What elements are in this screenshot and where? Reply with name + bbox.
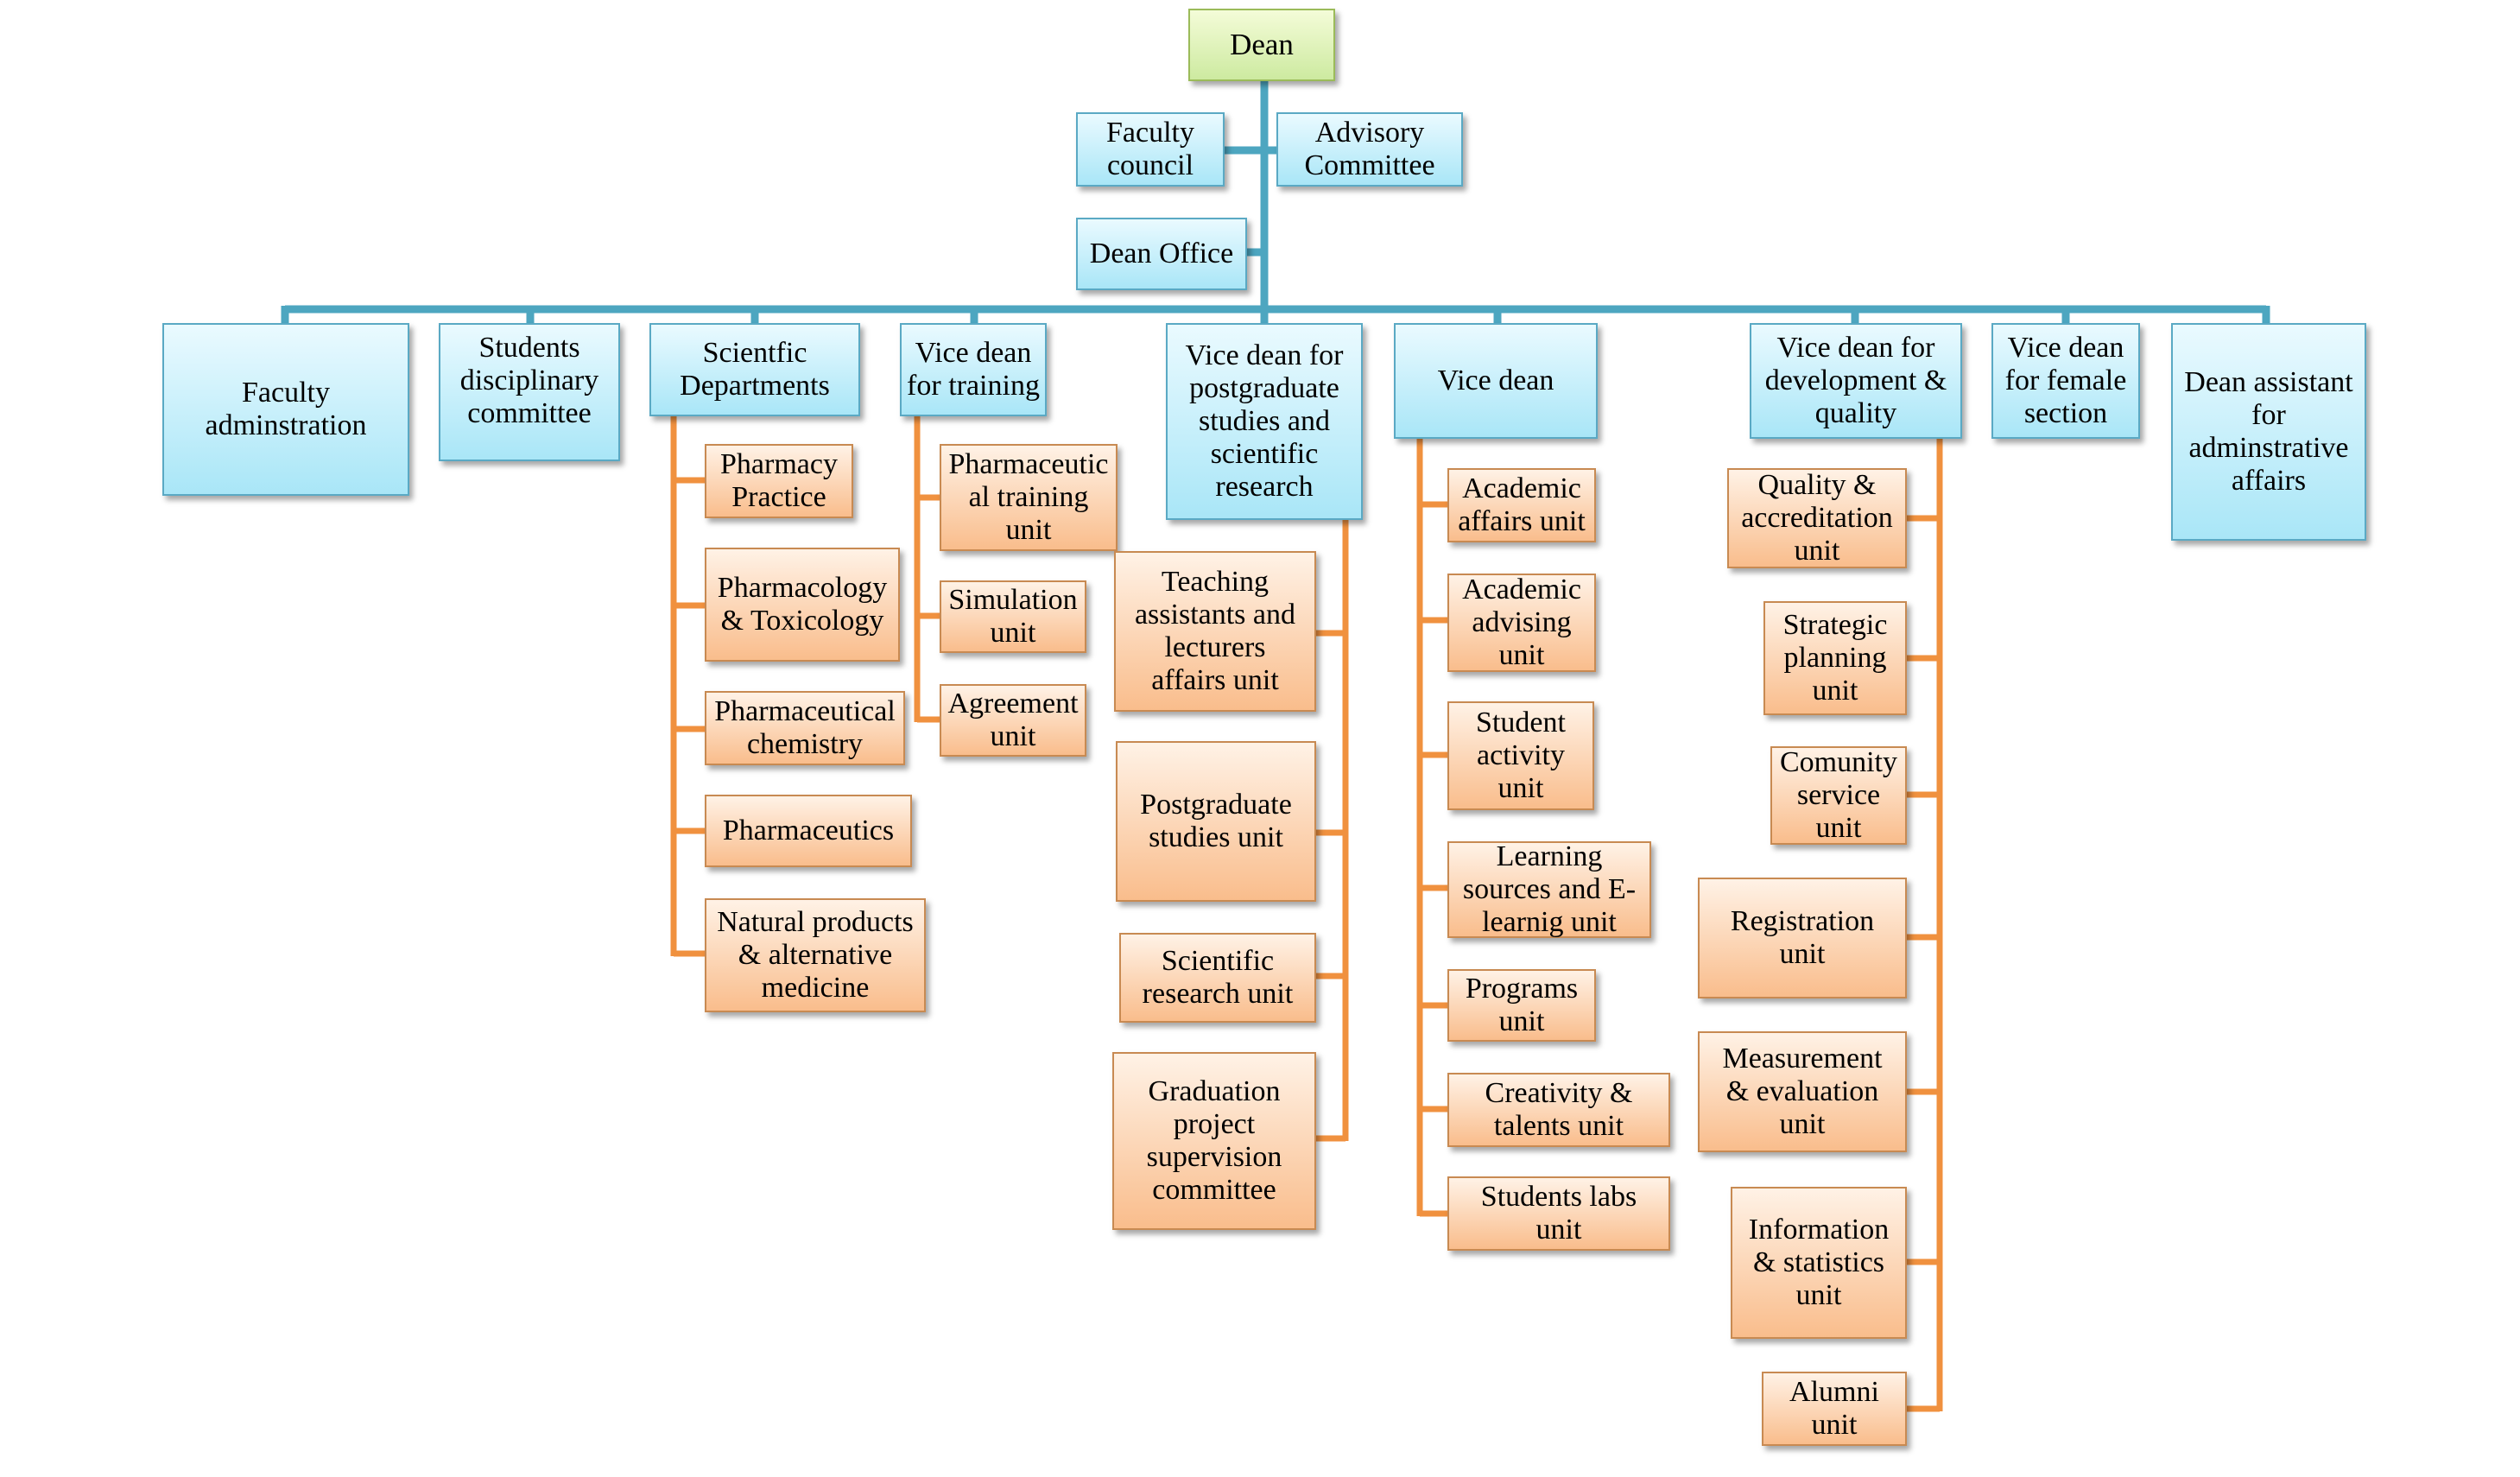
unit-strategic-planning: Strategic planning unit	[1763, 601, 1907, 715]
unit-label: Registration unit	[1730, 904, 1875, 970]
unit-natural-products: Natural products & alternative medicine	[705, 898, 926, 1012]
vd-training-label: Vice dean for training	[907, 336, 1040, 402]
unit-pharmacy-practice: Pharmacy Practice	[705, 444, 853, 518]
faculty-adminstration-label: Faculty adminstration	[205, 376, 367, 441]
unit-label: Scientific research unit	[1142, 944, 1294, 1010]
dean-assistant-box: Dean assistant for adminstrative affairs	[2171, 323, 2366, 541]
unit-label: Postgraduate studies unit	[1140, 788, 1292, 853]
unit-label: Pharmacy Practice	[720, 447, 838, 513]
unit-pharmaceutical-training: Pharmaceutic al training unit	[940, 444, 1118, 551]
unit-postgraduate-studies: Postgraduate studies unit	[1116, 741, 1316, 902]
unit-label: Learning sources and E- learnig unit	[1462, 840, 1637, 939]
unit-graduation-project: Graduation project supervision committee	[1112, 1052, 1316, 1230]
vd-postgraduate-label: Vice dean for postgraduate studies and s…	[1185, 339, 1344, 504]
scientific-departments-label: Scientfic Departments	[680, 336, 830, 402]
unit-programs: Programs unit	[1447, 969, 1596, 1042]
unit-scientific-research: Scientific research unit	[1119, 933, 1316, 1023]
unit-pharmaceutical-chemistry: Pharmaceutical chemistry	[705, 691, 905, 765]
unit-student-activity: Student activity unit	[1447, 701, 1594, 810]
advisory-committee-box: Advisory Committee	[1276, 112, 1463, 187]
unit-label: Natural products & alternative medicine	[717, 905, 914, 1005]
unit-alumni: Alumni unit	[1762, 1372, 1907, 1446]
students-disciplinary-label: Students disciplinary committee	[459, 332, 599, 430]
unit-label: Pharmaceutic al training unit	[948, 447, 1109, 547]
unit-label: Pharmaceutical chemistry	[714, 694, 896, 760]
unit-label: Graduation project supervision committee	[1146, 1074, 1282, 1207]
unit-label: Quality & accreditation unit	[1741, 468, 1893, 567]
unit-label: Measurement & evaluation unit	[1722, 1042, 1883, 1141]
unit-label: Academic affairs unit	[1458, 472, 1586, 537]
vd-female-box: Vice dean for female section	[1991, 323, 2140, 439]
vd-training-box: Vice dean for training	[900, 323, 1047, 416]
unit-label: Programs unit	[1465, 972, 1579, 1037]
unit-information-statistics: Information & statistics unit	[1731, 1187, 1907, 1339]
vd-development-label: Vice dean for development & quality	[1764, 331, 1947, 430]
unit-comunity-service: Comunity service unit	[1770, 746, 1907, 845]
unit-label: Pharmaceutics	[722, 814, 895, 846]
vice-dean-label: Vice dean	[1437, 364, 1554, 396]
unit-label: Pharmacology & Toxicology	[717, 571, 888, 637]
unit-label: Alumni unit	[1789, 1375, 1879, 1441]
vd-female-label: Vice dean for female section	[2004, 331, 2127, 430]
unit-learning-sources: Learning sources and E- learnig unit	[1447, 840, 1651, 939]
unit-academic-advising: Academic advising unit	[1447, 574, 1596, 672]
unit-students-labs: Students labs unit	[1447, 1176, 1670, 1251]
scientific-departments-box: Scientfic Departments	[649, 323, 860, 416]
dean-assistant-label: Dean assistant for adminstrative affairs	[2184, 365, 2353, 498]
unit-label: Students labs unit	[1480, 1180, 1637, 1246]
unit-simulation: Simulation unit	[940, 580, 1086, 653]
unit-registration: Registration unit	[1698, 878, 1907, 998]
unit-measurement-evaluation: Measurement & evaluation unit	[1698, 1031, 1907, 1152]
unit-label: Information & statistics unit	[1748, 1213, 1890, 1312]
faculty-adminstration-box: Faculty adminstration	[162, 323, 409, 496]
unit-pharmaceutics: Pharmaceutics	[705, 795, 912, 867]
unit-agreement: Agreement unit	[940, 684, 1086, 757]
unit-label: Student activity unit	[1476, 706, 1566, 805]
vd-postgraduate-box: Vice dean for postgraduate studies and s…	[1166, 323, 1363, 520]
unit-label: Creativity & talents unit	[1485, 1076, 1633, 1142]
unit-academic-affairs: Academic affairs unit	[1447, 468, 1596, 542]
students-disciplinary-box: Students disciplinary committee	[439, 323, 620, 461]
advisory-committee-label: Advisory Committee	[1304, 116, 1435, 181]
unit-label: Academic advising unit	[1462, 573, 1581, 672]
unit-label: Teaching assistants and lecturers affair…	[1134, 565, 1296, 697]
vice-dean-box: Vice dean	[1394, 323, 1598, 439]
unit-teaching-assistants: Teaching assistants and lecturers affair…	[1114, 551, 1316, 712]
dean-box: Dean	[1188, 9, 1335, 81]
dean-office-box: Dean Office	[1076, 218, 1247, 290]
dean-label: Dean	[1230, 28, 1294, 62]
faculty-council-label: Faculty council	[1106, 116, 1194, 181]
unit-creativity-talents: Creativity & talents unit	[1447, 1073, 1670, 1147]
unit-quality-accreditation: Quality & accreditation unit	[1727, 468, 1907, 568]
faculty-council-box: Faculty council	[1076, 112, 1225, 187]
unit-label: Agreement unit	[947, 687, 1079, 752]
unit-label: Simulation unit	[948, 583, 1078, 649]
unit-pharmacology-toxicology: Pharmacology & Toxicology	[705, 548, 900, 662]
vd-development-box: Vice dean for development & quality	[1750, 323, 1962, 439]
unit-label: Strategic planning unit	[1782, 608, 1888, 707]
unit-label: Comunity service unit	[1779, 745, 1898, 845]
dean-office-label: Dean Office	[1089, 237, 1234, 269]
